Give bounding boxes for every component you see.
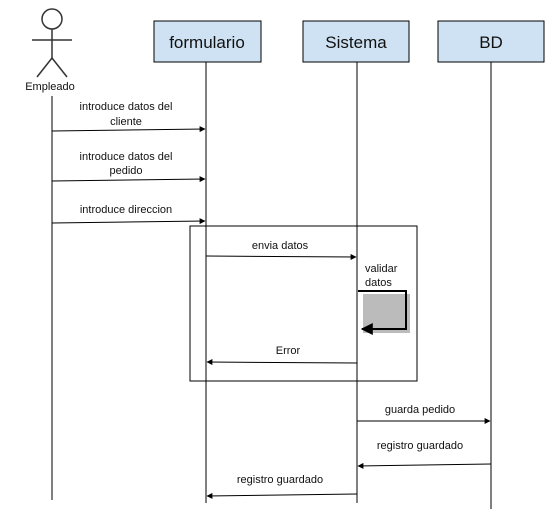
- message-label: introduce direccion: [80, 204, 172, 216]
- participant-formulario: formulario: [153, 20, 262, 63]
- message-registro-guardado-formulario: registro guardado: [206, 474, 358, 499]
- message-arrow: [205, 253, 357, 260]
- actor-empleado: Empleado: [25, 8, 75, 93]
- participant-label: Sistema: [325, 33, 387, 52]
- participant-box: [302, 20, 410, 63]
- message-arrow: [51, 126, 206, 133]
- message-label: pedido: [109, 165, 142, 177]
- participant-label: BD: [479, 33, 503, 52]
- message-arrow: [206, 492, 358, 499]
- message-validar-datos: validar datos: [358, 263, 410, 335]
- message-guarda-pedido: guarda pedido: [357, 404, 491, 424]
- actor-head: [41, 8, 63, 30]
- message-arrow: [51, 218, 206, 225]
- participant-box: [437, 20, 545, 63]
- message-registro-guardado-sistema: registro guardado: [357, 440, 492, 469]
- actor-right-leg: [51, 57, 68, 78]
- message-error: Error: [206, 345, 358, 366]
- message-label: cliente: [110, 116, 142, 128]
- message-label: registro guardado: [377, 440, 463, 452]
- actor-left-leg: [36, 57, 53, 78]
- self-message-shadow: [363, 294, 410, 333]
- message-introduce-datos-cliente: introduce datos del cliente: [51, 101, 206, 133]
- message-label: validar: [365, 263, 398, 275]
- message-introduce-datos-pedido: introduce datos del pedido: [51, 151, 206, 183]
- participant-box: [153, 20, 262, 63]
- message-introduce-direccion: introduce direccion: [51, 204, 206, 225]
- actor-label: Empleado: [25, 81, 75, 93]
- message-label: introduce datos del: [80, 151, 173, 163]
- message-label: envia datos: [252, 240, 309, 252]
- participant-sistema: Sistema: [302, 20, 410, 63]
- message-label: guarda pedido: [385, 404, 455, 416]
- participant-label: formulario: [169, 33, 245, 52]
- message-arrow: [357, 462, 492, 469]
- message-arrow: [51, 176, 206, 183]
- participant-bd: BD: [437, 20, 545, 63]
- self-message-loop: [358, 290, 407, 335]
- message-label: Error: [276, 345, 301, 357]
- message-label: registro guardado: [237, 474, 323, 486]
- message-label: datos: [365, 277, 392, 289]
- message-envia-datos: envia datos: [205, 240, 357, 260]
- fragment-frame: [189, 225, 418, 382]
- message-arrow: [206, 359, 358, 366]
- message-label: introduce datos del: [80, 101, 173, 113]
